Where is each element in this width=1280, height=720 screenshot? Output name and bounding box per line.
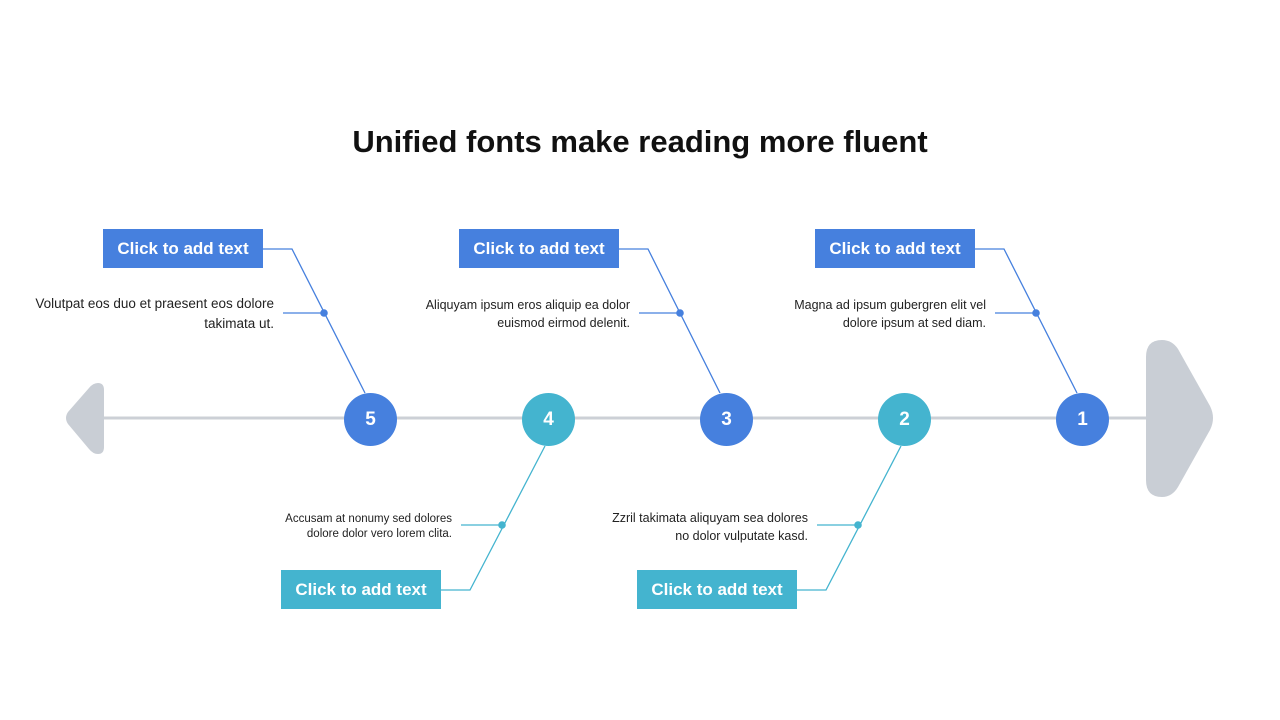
callout-1-label[interactable]: Click to add text: [815, 229, 975, 268]
callout-1-description[interactable]: Magna ad ipsum gubergren elit vel dolore…: [794, 298, 986, 330]
callout-3-label[interactable]: Click to add text: [459, 229, 619, 268]
left-arrow-tail: [66, 383, 104, 454]
connector-1: [975, 248, 1078, 394]
node-5: 5: [344, 393, 397, 446]
node-3: 3: [700, 393, 753, 446]
node-2: 2: [878, 393, 931, 446]
node-4: 4: [522, 393, 575, 446]
callout-5-label[interactable]: Click to add text: [103, 229, 263, 268]
slide-title[interactable]: Unified fonts make reading more fluent: [352, 124, 928, 159]
connector-3: [619, 248, 721, 394]
connector-4: [441, 445, 546, 591]
callout-2-description[interactable]: Zzril takimata aliquyam sea dolores no d…: [612, 511, 808, 543]
right-arrow-head: [1146, 340, 1213, 497]
callout-3-description[interactable]: Aliquyam ipsum eros aliquip ea dolor eui…: [425, 298, 630, 330]
callout-4-description[interactable]: Accusam at nonumy sed dolores dolore dol…: [285, 513, 452, 540]
node-1: 1: [1056, 393, 1109, 446]
connector-2: [797, 445, 902, 591]
callout-4-label[interactable]: Click to add text: [281, 570, 441, 609]
callout-2-label[interactable]: Click to add text: [637, 570, 797, 609]
callout-5-description[interactable]: Volutpat eos duo et praesent eos dolore …: [35, 296, 274, 331]
connector-5: [263, 248, 366, 394]
